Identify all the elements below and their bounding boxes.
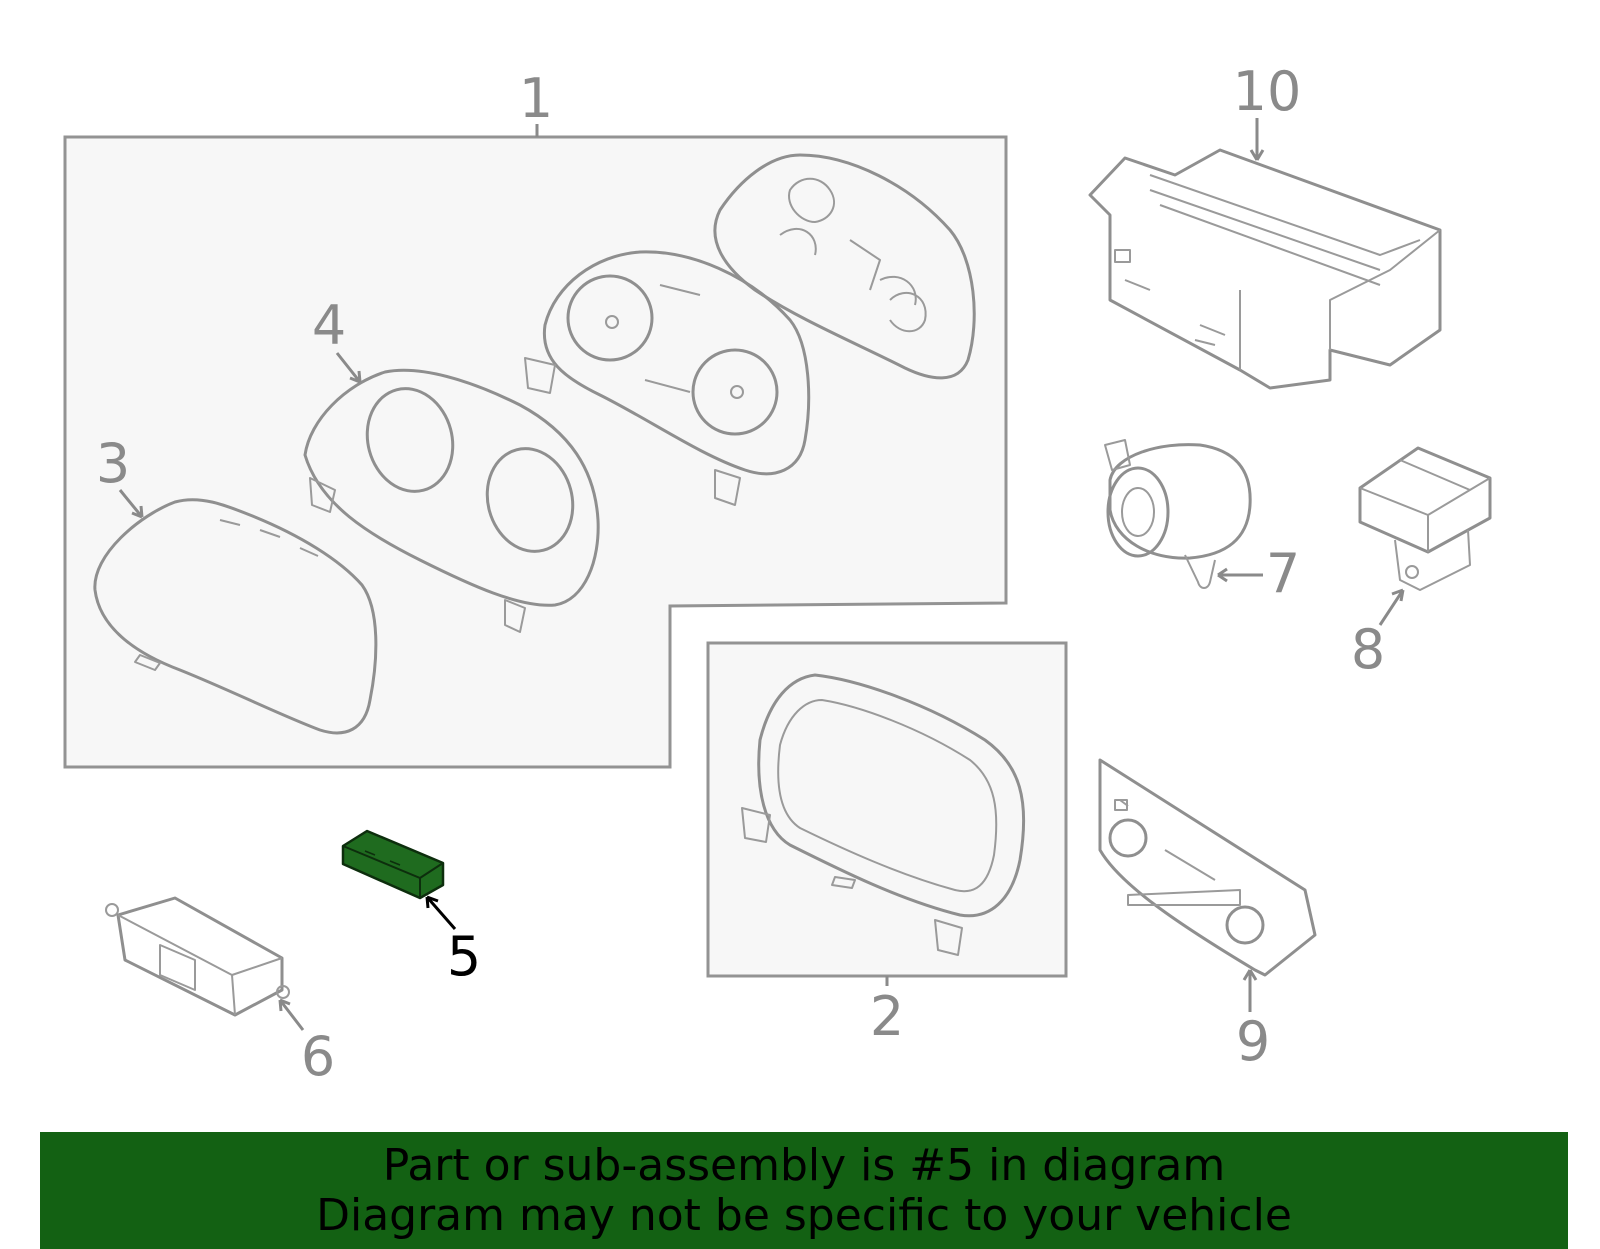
leader-9 — [1242, 969, 1258, 1012]
leader-6 — [278, 998, 305, 1031]
part-8-relay-module[interactable] — [1358, 446, 1492, 591]
callout-7[interactable]: 7 — [1266, 542, 1300, 605]
callout-3[interactable]: 3 — [96, 432, 130, 495]
leader-8 — [1378, 588, 1405, 626]
leader-7 — [1217, 567, 1263, 583]
part-2-trim-bezel[interactable] — [741, 673, 1026, 956]
callout-4[interactable]: 4 — [312, 294, 346, 357]
group-box-part-2 — [706, 641, 1068, 978]
part-3-cluster-lens[interactable] — [93, 498, 378, 735]
callout-1[interactable]: 1 — [519, 67, 553, 130]
group-box-part-1 — [63, 135, 1008, 769]
banner-line-2: Diagram may not be specific to your vehi… — [316, 1189, 1292, 1241]
callout-8[interactable]: 8 — [1351, 618, 1385, 681]
cluster-back-case[interactable] — [713, 153, 976, 380]
part-9-climate-control-panel[interactable] — [1098, 758, 1317, 977]
callout-6[interactable]: 6 — [301, 1025, 335, 1088]
callout-9[interactable]: 9 — [1236, 1010, 1270, 1073]
callout-10[interactable]: 10 — [1233, 60, 1302, 123]
callout-2[interactable]: 2 — [870, 985, 904, 1048]
banner-line-1: Part or sub-assembly is #5 in diagram — [382, 1139, 1226, 1191]
callout-5[interactable]: 5 — [447, 925, 481, 988]
leader-5 — [425, 895, 457, 930]
gauge-cluster-face[interactable] — [524, 250, 811, 506]
leader-4 — [335, 352, 362, 384]
part-10-head-unit[interactable] — [1088, 148, 1442, 390]
part-4-cluster-bezel[interactable] — [303, 368, 600, 633]
leader-10 — [1249, 118, 1265, 161]
leader-3 — [118, 489, 144, 519]
info-banner: Part or sub-assembly is #5 in diagram Di… — [40, 1132, 1568, 1249]
part-5-switch-highlighted[interactable] — [341, 829, 445, 900]
part-6-module[interactable] — [105, 896, 290, 1017]
part-7-ignition-switch[interactable] — [1104, 439, 1252, 589]
